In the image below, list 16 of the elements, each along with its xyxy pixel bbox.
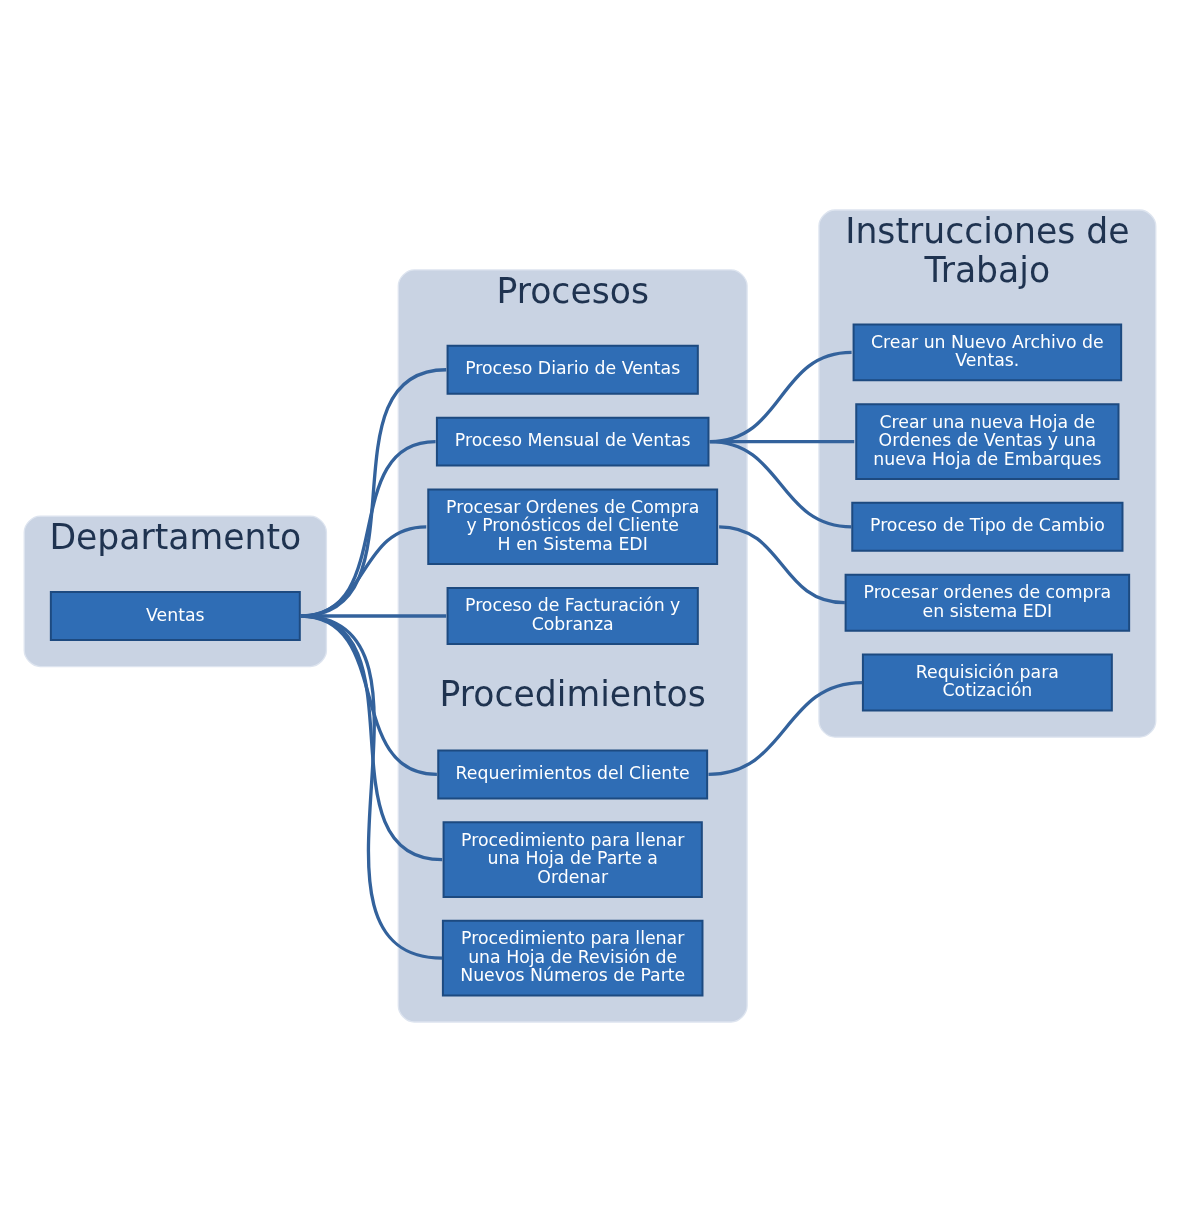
- node-box: Ventas: [49, 591, 301, 641]
- node-box: Requerimientos del Cliente: [437, 749, 709, 800]
- connector: [718, 525, 846, 605]
- node-box: Proceso de Tipo de Cambio: [851, 501, 1124, 552]
- node-box: Procedimiento para llenar una Hoja de Parte a Ordenar: [442, 821, 703, 898]
- node-box: Requisición para Cotización: [861, 653, 1113, 712]
- node-box: Procesar Ordenes de Compra y Pronósticos del Cliente H en Sistema EDI: [427, 488, 719, 566]
- node-box: Proceso Diario de Ventas: [446, 344, 699, 395]
- node-box: Crear una nueva Hoja de Ordenes de Ventas y una nueva Hoja de Embarques: [855, 403, 1120, 480]
- node-box: Crear un Nuevo Archivo de Ventas.: [852, 323, 1123, 382]
- node-box: Proceso de Facturación y Cobranza: [446, 587, 699, 645]
- node-box: Procedimiento para llenar una Hoja de Revisión de Nuevos Números de Parte: [441, 919, 704, 997]
- connector: [708, 680, 863, 777]
- connector: [709, 439, 852, 529]
- node-box: Proceso Mensual de Ventas: [435, 416, 710, 467]
- node-box: Procesar ordenes de compra en sistema EDI: [844, 573, 1131, 632]
